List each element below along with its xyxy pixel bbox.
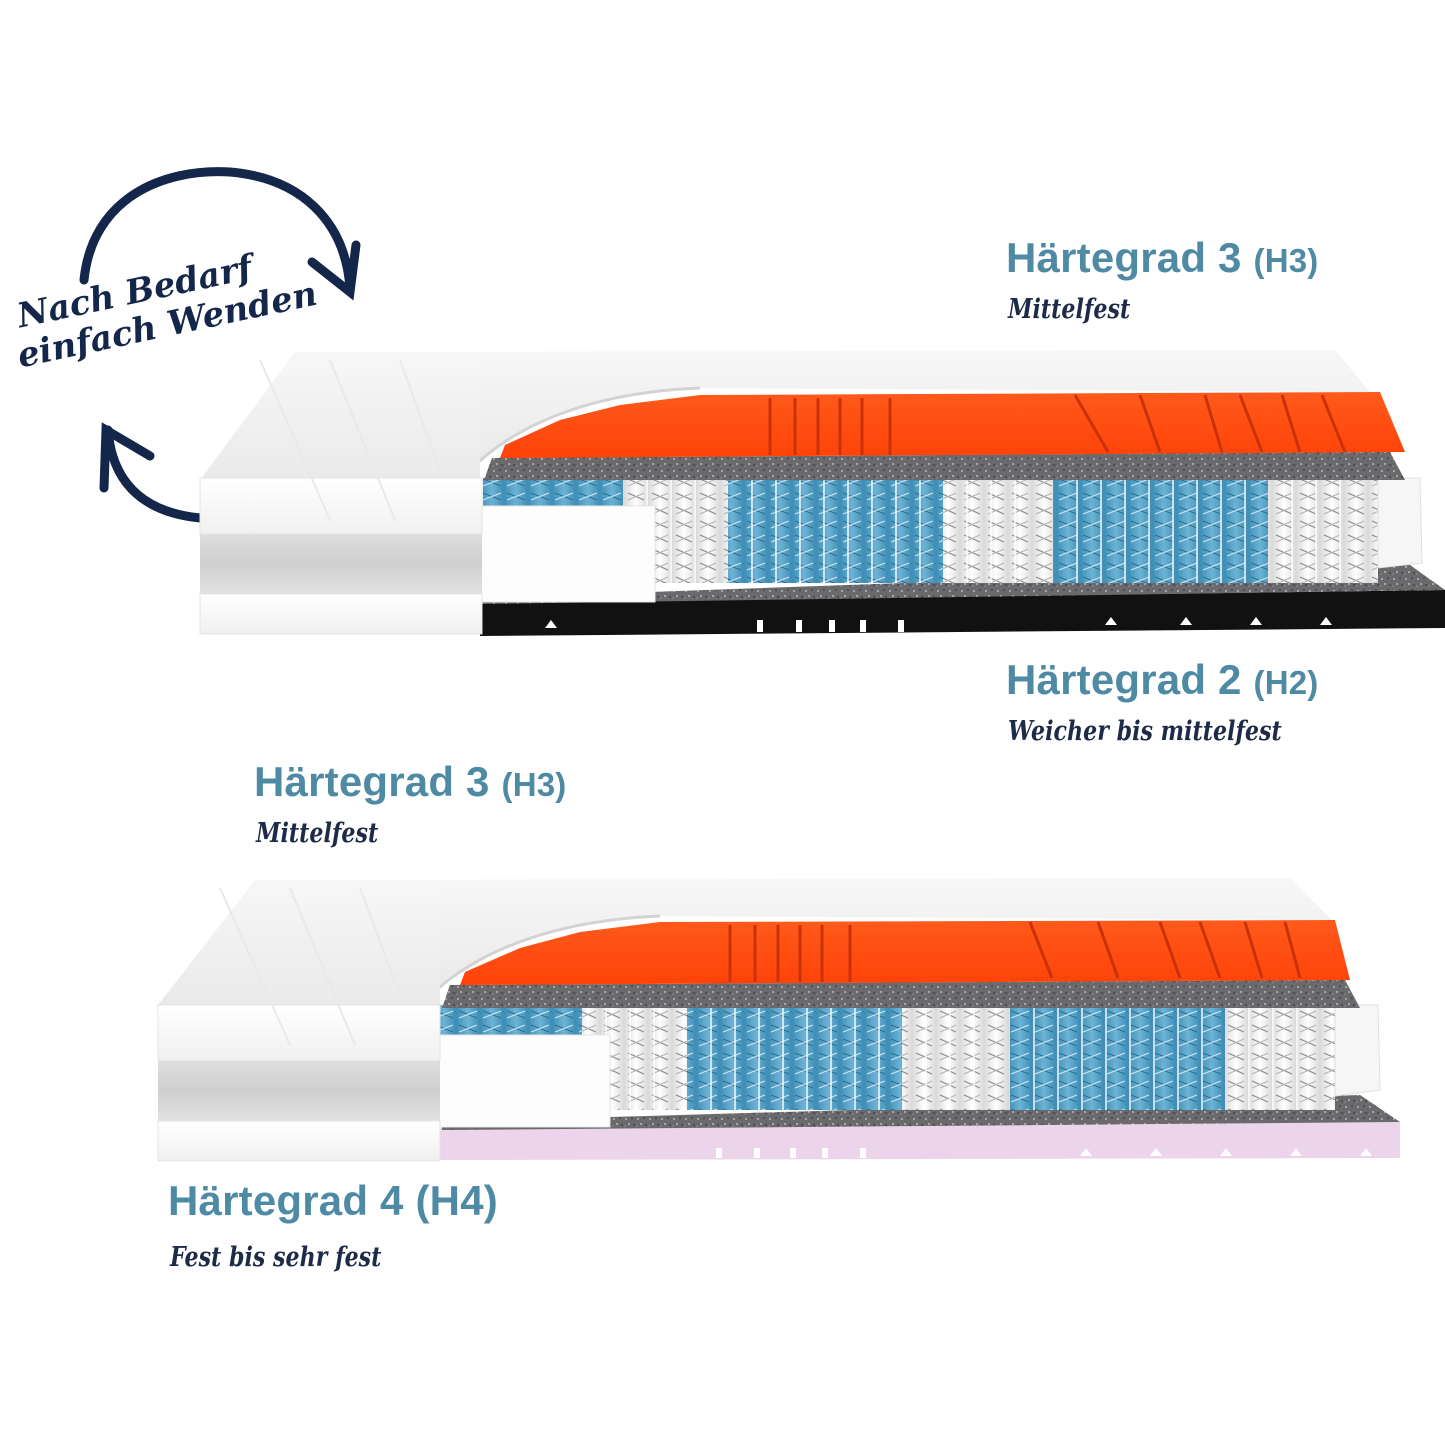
hardness-code: (H3) — [501, 766, 567, 803]
bottom-mattress-upper-hardness-subtitle: Mittelfest — [256, 818, 379, 849]
bottom-mattress-lower-hardness-subtitle: Fest bis sehr fest — [170, 1242, 382, 1273]
cover-front-top — [199, 477, 483, 535]
orange-foam-top — [500, 392, 1405, 458]
mattress-bottom — [157, 878, 1400, 1162]
cover-front-bottom — [157, 1004, 441, 1062]
hardness-title-text: Härtegrad 2 — [1006, 656, 1242, 703]
arrow-top-head — [307, 240, 361, 301]
bottom-mattress-lower-hardness-title: Härtegrad 4 (H4) — [168, 1180, 498, 1222]
base-layer-bottom — [440, 1122, 1400, 1160]
mattress-top — [199, 350, 1445, 636]
base-layer-top — [480, 590, 1445, 636]
arrow-bottom-head — [99, 422, 155, 493]
arrow-top-icon — [79, 167, 355, 293]
top-mattress-upper-hardness-subtitle: Mittelfest — [1008, 294, 1131, 325]
hardness-code: (H3) — [1253, 242, 1319, 279]
top-mattress-lower-hardness-subtitle: Weicher bis mittelfest — [1008, 716, 1282, 747]
bottom-mattress-upper-hardness-title: Härtegrad 3 (H3) — [254, 761, 566, 803]
top-mattress-lower-hardness-title: Härtegrad 2 (H2) — [1006, 659, 1318, 701]
hardness-title-text: Härtegrad 4 — [168, 1177, 404, 1224]
orange-foam-bottom — [460, 920, 1350, 985]
cover-band-bottom — [158, 1061, 440, 1121]
top-mattress-upper-hardness-title: Härtegrad 3 (H3) — [1006, 237, 1318, 279]
hardness-code: (H2) — [1253, 664, 1319, 701]
hardness-title-text: Härtegrad 3 — [254, 758, 490, 805]
hardness-title-text: Härtegrad 3 — [1006, 234, 1242, 281]
cover-band-top — [200, 534, 482, 594]
hardness-code: (H4) — [415, 1177, 498, 1224]
base-notches — [545, 617, 1332, 632]
